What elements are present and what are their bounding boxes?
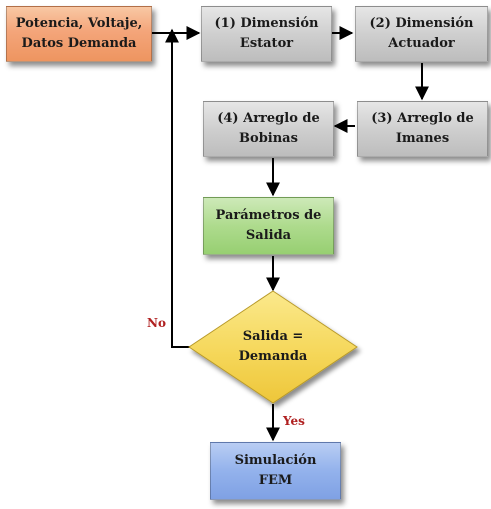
decision-label: Salida = Demanda (213, 322, 333, 372)
fem-simulation-box-line2: FEM (258, 473, 293, 488)
no-edge-label: No (147, 316, 166, 330)
step2-box-line1: (2) Dimensión (369, 15, 474, 31)
step3-box-line2: Imanes (395, 131, 450, 146)
step3-box-line1: (3) Arreglo de (371, 110, 474, 126)
decision-label-line2: Demanda (238, 349, 308, 364)
output-parameters-box-line1: Parámetros de (215, 207, 322, 223)
step4-box: (4) Arreglo de Bobinas (203, 101, 334, 157)
output-parameters-box: Parámetros de Salida (203, 197, 334, 255)
step1-box: (1) Dimensión Estator (201, 6, 332, 62)
inputs-box-line2: Datos Demanda (21, 36, 137, 51)
inputs-box-line1: Potencia, Voltaje, (15, 15, 143, 31)
decision-label-line1: Salida = (242, 328, 304, 344)
fem-simulation-box-line1: Simulación (234, 452, 317, 468)
step4-box-line2: Bobinas (239, 131, 298, 146)
step2-box: (2) Dimensión Actuador (355, 6, 488, 62)
step1-box-line1: (1) Dimensión (214, 15, 319, 31)
inputs-box: Potencia, Voltaje, Datos Demanda (6, 6, 152, 62)
fem-simulation-box: Simulación FEM (210, 442, 341, 500)
step1-box-line2: Estator (239, 36, 294, 51)
step3-box: (3) Arreglo de Imanes (357, 101, 488, 157)
decision-diamond-shape (188, 290, 358, 404)
output-parameters-box-line2: Salida (245, 228, 292, 243)
yes-edge-label: Yes (283, 414, 305, 428)
step4-box-line1: (4) Arreglo de (217, 110, 320, 126)
arrow-no-loop-back (165, 28, 190, 348)
step2-box-line2: Actuador (388, 36, 455, 51)
